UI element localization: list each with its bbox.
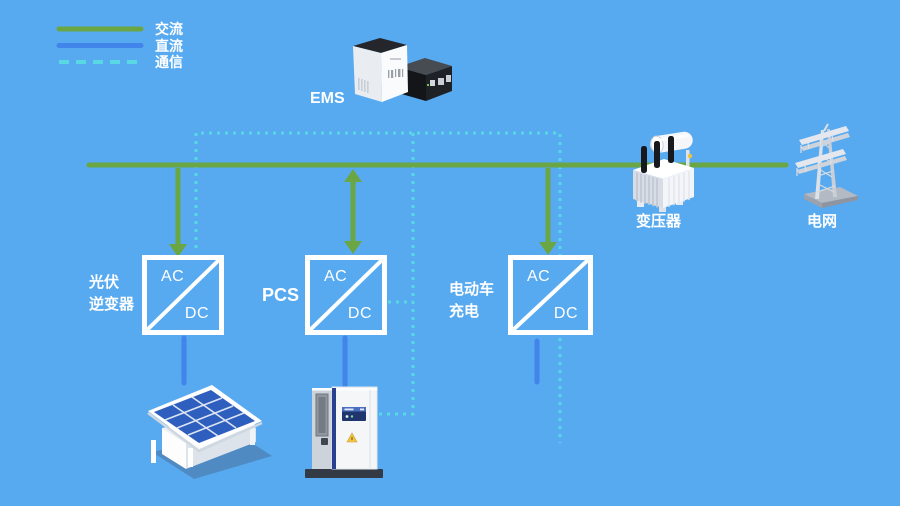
pv-ac-arrow [169, 168, 187, 257]
pcs-ac-text: AC [324, 268, 348, 285]
pcs-ac-arrow [344, 169, 362, 254]
comm-line-pv-ems [194, 131, 562, 255]
converter-diagonal [513, 260, 588, 330]
pv-inverter-box: AC DC [142, 255, 224, 335]
battery-cabinet-icon [305, 386, 383, 478]
transformer-label: 变压器 [636, 213, 682, 230]
converter-diagonal [310, 260, 382, 330]
grid-tower-icon [795, 123, 858, 208]
grid-label: 电网 [807, 213, 838, 230]
ev-charger-box: AC DC [508, 255, 593, 335]
legend-comm-label: 通信 [155, 54, 183, 70]
ev-dc-text: DC [553, 305, 578, 322]
ems-device-icon [353, 38, 452, 102]
ev-ac-arrow [539, 168, 557, 255]
pcs-box: AC DC [305, 255, 387, 335]
converter-diagonal [147, 260, 219, 330]
ems-label: EMS [310, 90, 345, 107]
pcs-label: PCS [262, 285, 300, 305]
solar-panel-icon [147, 385, 272, 479]
legend-ac-label: 交流 [155, 21, 183, 37]
ev-ac-text: AC [527, 268, 551, 285]
pcs-dc-text: DC [347, 305, 372, 322]
pv-ac-text: AC [161, 268, 185, 285]
pv-dc-text: DC [184, 305, 209, 322]
legend-dc-label: 直流 [155, 38, 183, 54]
legend [56, 26, 144, 64]
comm-line-ems-battery [374, 133, 415, 416]
transformer-icon [633, 131, 694, 212]
